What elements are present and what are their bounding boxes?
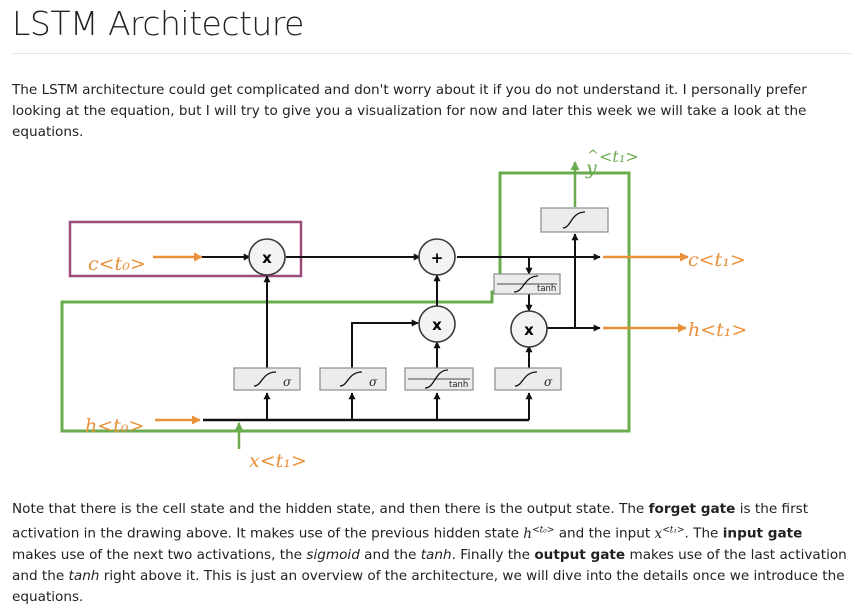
svg-text:+: +: [431, 249, 444, 267]
svg-text:<t₁>: <t₁>: [599, 147, 639, 166]
svg-text:x: x: [524, 321, 534, 339]
sigmoid-icon: [253, 371, 277, 387]
h-next-label: h<t₁>: [688, 319, 747, 341]
tanh-icon: [513, 275, 539, 293]
input-gate-term: input gate: [722, 525, 803, 542]
cell-add-op: +: [418, 238, 456, 276]
svg-text:x: x: [432, 316, 442, 334]
tanh-term: tanh: [420, 546, 452, 563]
tanh-term-2: tanh: [68, 567, 100, 584]
svg-text:σ: σ: [283, 375, 292, 389]
cell-state-highlight: [68, 220, 303, 278]
output-multiply-op: x: [510, 310, 548, 348]
output-gate-term: output gate: [534, 546, 626, 563]
title-divider: [12, 53, 852, 54]
explanation-paragraph: Note that there is the cell state and th…: [12, 501, 847, 605]
forget-multiply-op: x: [248, 238, 286, 276]
c-next-label: c<t₁>: [688, 249, 746, 271]
svg-text:σ: σ: [544, 375, 553, 389]
lstm-cell-boundary: [60, 171, 631, 433]
output-activation: [540, 207, 609, 233]
x-input-label: x<t₁>: [249, 450, 307, 472]
h-prev-inline: h<t₀>: [523, 525, 555, 542]
sigmoid-icon: [562, 211, 586, 229]
svg-text:x: x: [262, 249, 272, 267]
forget-gate-sigmoid: σ: [233, 367, 301, 391]
input-sig-to-mult: [351, 319, 419, 368]
tanh-icon: [424, 369, 449, 389]
svg-text:^: ^: [587, 148, 599, 164]
h-prev-label: h<t₀>: [85, 415, 144, 437]
input-gate-tanh: tanh: [404, 367, 474, 391]
sigmoid-icon: [339, 371, 363, 387]
forget-gate-term: forget gate: [648, 501, 736, 517]
svg-text:tanh: tanh: [537, 284, 556, 294]
intro-paragraph: The LSTM architecture could get complica…: [12, 82, 807, 140]
cell-tanh: tanh: [493, 273, 561, 295]
input-multiply-op: x: [418, 305, 456, 343]
svg-text:σ: σ: [369, 375, 378, 389]
svg-text:tanh: tanh: [449, 380, 468, 390]
input-gate-sigmoid: σ: [319, 367, 387, 391]
c-prev-label: c<t₀>: [88, 253, 146, 275]
y-hat-label: y ^ <t₁>: [585, 147, 639, 179]
sigmoid-icon: [514, 371, 538, 387]
sigmoid-term: sigmoid: [306, 546, 360, 563]
svg-text:y: y: [585, 157, 597, 179]
page-title: LSTM Architecture: [12, 4, 304, 43]
x-inline: x<t₁>: [654, 525, 685, 542]
output-gate-sigmoid: σ: [494, 367, 562, 391]
